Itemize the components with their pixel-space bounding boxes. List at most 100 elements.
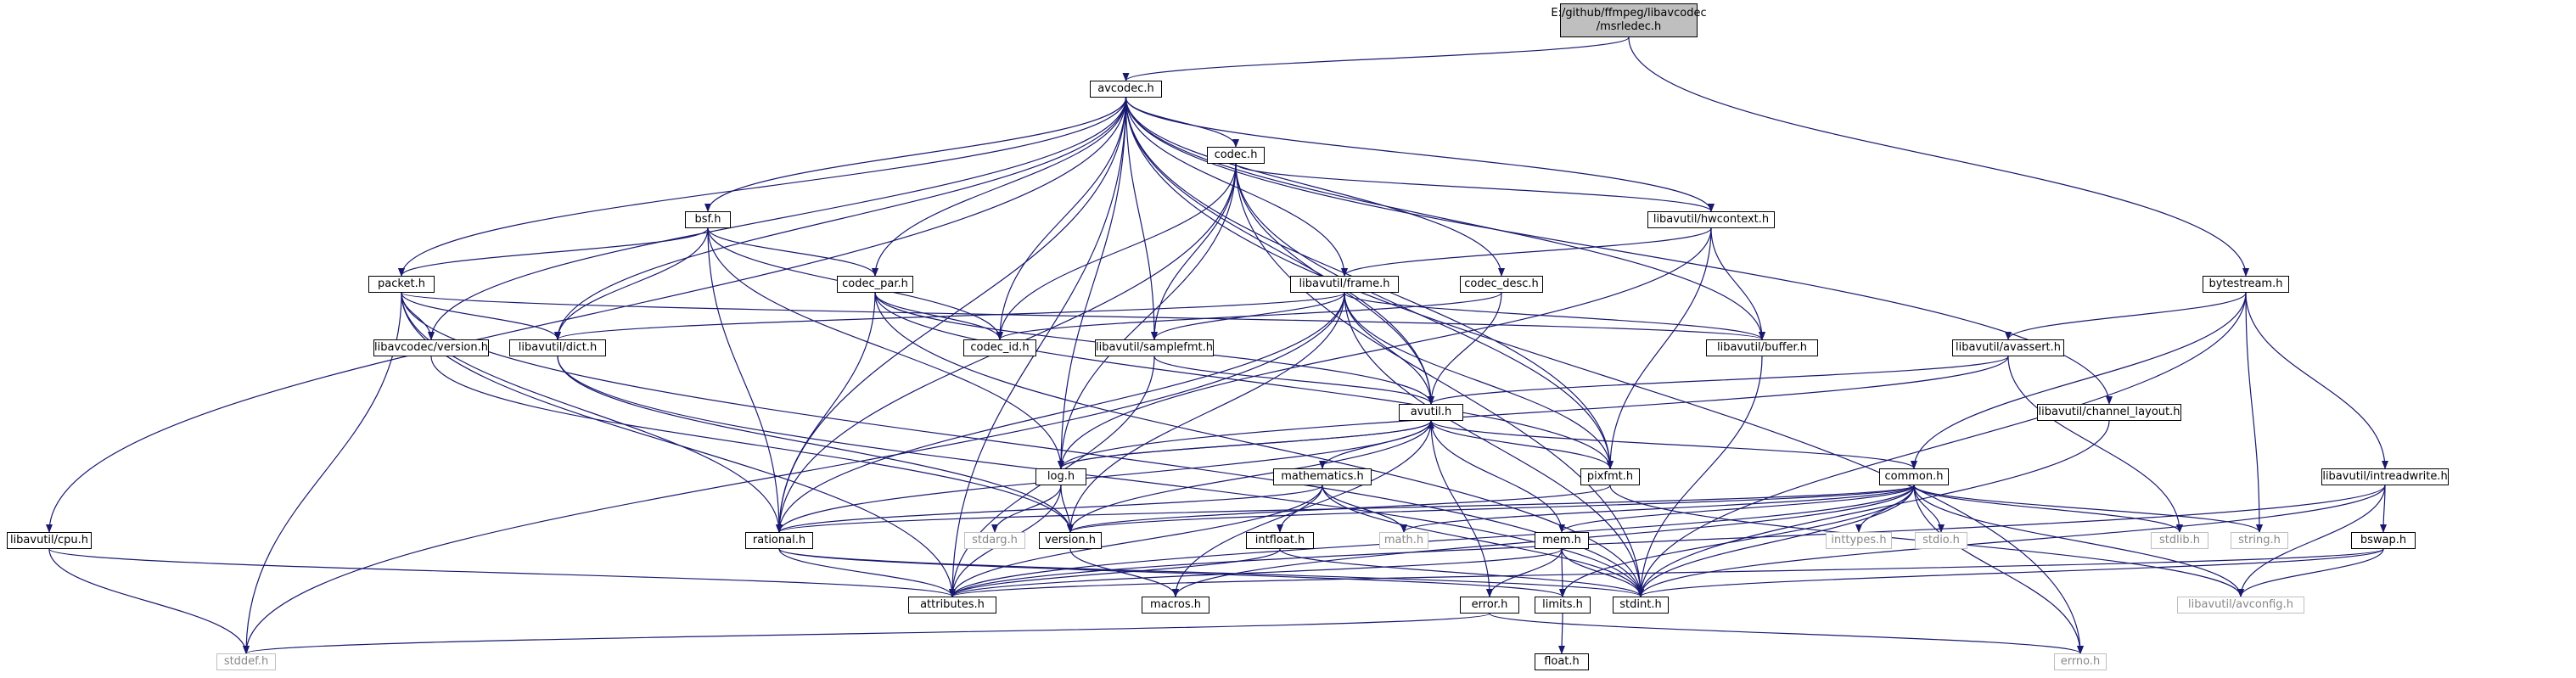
edge-frame-h-to-avutil-h: [1344, 292, 1434, 405]
node-version-h[interactable]: version.h: [1039, 532, 1102, 549]
node-codec-id-h[interactable]: codec_id.h: [963, 339, 1036, 356]
edge-avutil-h-to-common-h: [1430, 420, 1917, 469]
edge-msrledec-h-to-bytestream-h: [1628, 36, 2249, 277]
edge-mem-h-to-attributes-h: [949, 548, 1563, 597]
node-mathematics-h[interactable]: mathematics.h: [1273, 468, 1372, 485]
node-label: intfloat.h: [1254, 534, 1305, 546]
edge-log-h-to-avutil-h: [1060, 420, 1434, 469]
node-codec-desc-h[interactable]: codec_desc.h: [1460, 276, 1543, 293]
node-label: libavutil/samplefmt.h: [1095, 341, 1214, 354]
edge-common-h-to-stdlib-h: [1913, 485, 2183, 533]
node-stdint-h[interactable]: stdint.h: [1613, 597, 1669, 614]
node-label: packet.h: [378, 277, 425, 290]
node-label: bswap.h: [2360, 534, 2407, 546]
edge-intreadwrite-h-to-stdint-h: [1637, 485, 2386, 597]
edge-frame-h-to-dict-h: [554, 292, 1345, 340]
node-label: libavutil/channel_layout.h: [2038, 406, 2180, 418]
node-avcodec-h[interactable]: avcodec.h: [1090, 81, 1162, 98]
edge-avassert-h-to-log-h: [1058, 356, 2009, 469]
edge-limits-h-to-float-h: [1558, 613, 1566, 654]
node-float-h[interactable]: float.h: [1535, 653, 1589, 670]
node-intfloat-h[interactable]: intfloat.h: [1246, 532, 1314, 549]
node-error-h[interactable]: error.h: [1460, 597, 1519, 614]
node-macros-h[interactable]: macros.h: [1142, 597, 1209, 614]
node-codec-h[interactable]: codec.h: [1207, 147, 1265, 164]
edge-bswap-h-to-attributes-h: [949, 548, 2384, 597]
edge-common-h-to-string-h: [1913, 485, 2263, 533]
edge-avcodec-h-to-errno-h: [1125, 97, 2084, 654]
node-dict-h[interactable]: libavutil/dict.h: [509, 339, 606, 356]
edge-intreadwrite-h-to-attributes-h: [949, 485, 2386, 597]
node-rational-h[interactable]: rational.h: [745, 532, 813, 549]
node-common-h[interactable]: common.h: [1879, 468, 1949, 485]
node-label: rational.h: [752, 534, 806, 546]
node-pixfmt-h[interactable]: pixfmt.h: [1580, 468, 1640, 485]
node-attributes-h[interactable]: attributes.h: [908, 597, 996, 614]
edge-hwcontext-h-to-frame-h: [1341, 227, 1712, 277]
node-stdio-h: stdio.h: [1915, 532, 1967, 549]
edge-intfloat-h-to-stdint-h: [1279, 548, 1644, 597]
node-limits-h[interactable]: limits.h: [1535, 597, 1591, 614]
node-label: common.h: [1884, 470, 1944, 483]
root-line-1: E:/github/ffmpeg/libavcodec: [1551, 7, 1707, 20]
edge-avcodec-h-to-bsf-h: [704, 97, 1127, 212]
node-bswap-h[interactable]: bswap.h: [2351, 532, 2416, 549]
edge-codec-h-to-pixfmt-h: [1235, 163, 1614, 469]
node-intreadwrite-h[interactable]: libavutil/intreadwrite.h: [2321, 468, 2449, 485]
node-buffer-h[interactable]: libavutil/buffer.h: [1706, 339, 1818, 356]
node-label: codec_par.h: [842, 277, 908, 290]
edge-codec-desc-h-to-codec-id-h: [996, 292, 1502, 340]
node-channel-layout-h[interactable]: libavutil/channel_layout.h: [2037, 404, 2181, 421]
node-avutil-h[interactable]: avutil.h: [1399, 404, 1463, 421]
node-label: bytestream.h: [2208, 277, 2283, 290]
edge-avcodec-h-to-avutil-h: [1125, 97, 1434, 405]
node-msrledec-h[interactable]: E:/github/ffmpeg/libavcodec /msrledec.h: [1551, 3, 1707, 37]
node-label: libavutil/frame.h: [1299, 277, 1390, 290]
edge-error-h-to-errno-h: [1489, 613, 2084, 654]
node-frame-h[interactable]: libavutil/frame.h: [1290, 276, 1399, 293]
edge-avcodec-h-to-frame-h: [1125, 97, 1348, 277]
node-label: log.h: [1047, 470, 1075, 483]
edge-mathematics-h-to-stdint-h: [1322, 485, 1644, 597]
node-libavcodec-version-h[interactable]: libavcodec/version.h: [373, 339, 489, 356]
node-hwcontext-h[interactable]: libavutil/hwcontext.h: [1647, 211, 1775, 228]
node-avassert-h[interactable]: libavutil/avassert.h: [1952, 339, 2064, 356]
node-samplefmt-h[interactable]: libavutil/samplefmt.h: [1095, 339, 1214, 356]
edge-msrledec-h-to-avcodec-h: [1122, 36, 1630, 81]
edge-intreadwrite-h-to-avconfig-h: [2237, 485, 2386, 597]
node-math-h: math.h: [1379, 532, 1428, 549]
node-mem-h[interactable]: mem.h: [1535, 532, 1589, 549]
edge-bsf-h-to-codec-par-h: [707, 227, 878, 277]
node-cpu-h[interactable]: libavutil/cpu.h: [7, 532, 92, 549]
edge-bytestream-h-to-string-h: [2245, 292, 2263, 533]
edge-avcodec-h-to-libavcodec-version-h: [428, 97, 1127, 340]
node-label: error.h: [1471, 598, 1508, 611]
node-bytestream-h[interactable]: bytestream.h: [2203, 276, 2289, 293]
edge-frame-h-to-rational-h: [776, 292, 1345, 533]
edge-hwcontext-h-to-log-h: [1058, 227, 1712, 469]
edge-mem-h-to-limits-h: [1558, 548, 1566, 597]
edge-bytestream-h-to-intreadwrite-h: [2245, 292, 2388, 469]
edge-codec-par-h-to-stdint-h: [874, 292, 1644, 597]
node-packet-h[interactable]: packet.h: [368, 276, 435, 293]
node-label: avcodec.h: [1097, 82, 1154, 95]
node-label: libavutil/hwcontext.h: [1653, 213, 1770, 226]
node-log-h[interactable]: log.h: [1035, 468, 1086, 485]
node-label: stddef.h: [223, 655, 269, 668]
edge-bsf-h-to-packet-h: [398, 227, 709, 277]
edge-rational-h-to-attributes-h: [778, 548, 956, 597]
node-inttypes-h: inttypes.h: [1826, 532, 1892, 549]
node-label: mathematics.h: [1281, 470, 1364, 483]
edge-dict-h-to-stdint-h: [557, 356, 1644, 597]
edge-avcodec-h-to-dict-h: [554, 97, 1127, 340]
node-codec-par-h[interactable]: codec_par.h: [837, 276, 913, 293]
edge-avcodec-h-to-attributes-h: [949, 97, 1127, 597]
edge-codec-par-h-to-pixfmt-h: [874, 292, 1614, 469]
node-stdlib-h: stdlib.h: [2151, 532, 2208, 549]
node-errno-h: errno.h: [2054, 653, 2107, 670]
node-bsf-h[interactable]: bsf.h: [685, 211, 731, 228]
node-label: float.h: [1544, 655, 1580, 668]
node-label: errno.h: [2060, 655, 2101, 668]
edge-dict-h-to-version-h: [557, 356, 1074, 533]
edge-bytestream-h-to-common-h: [1911, 292, 2247, 469]
